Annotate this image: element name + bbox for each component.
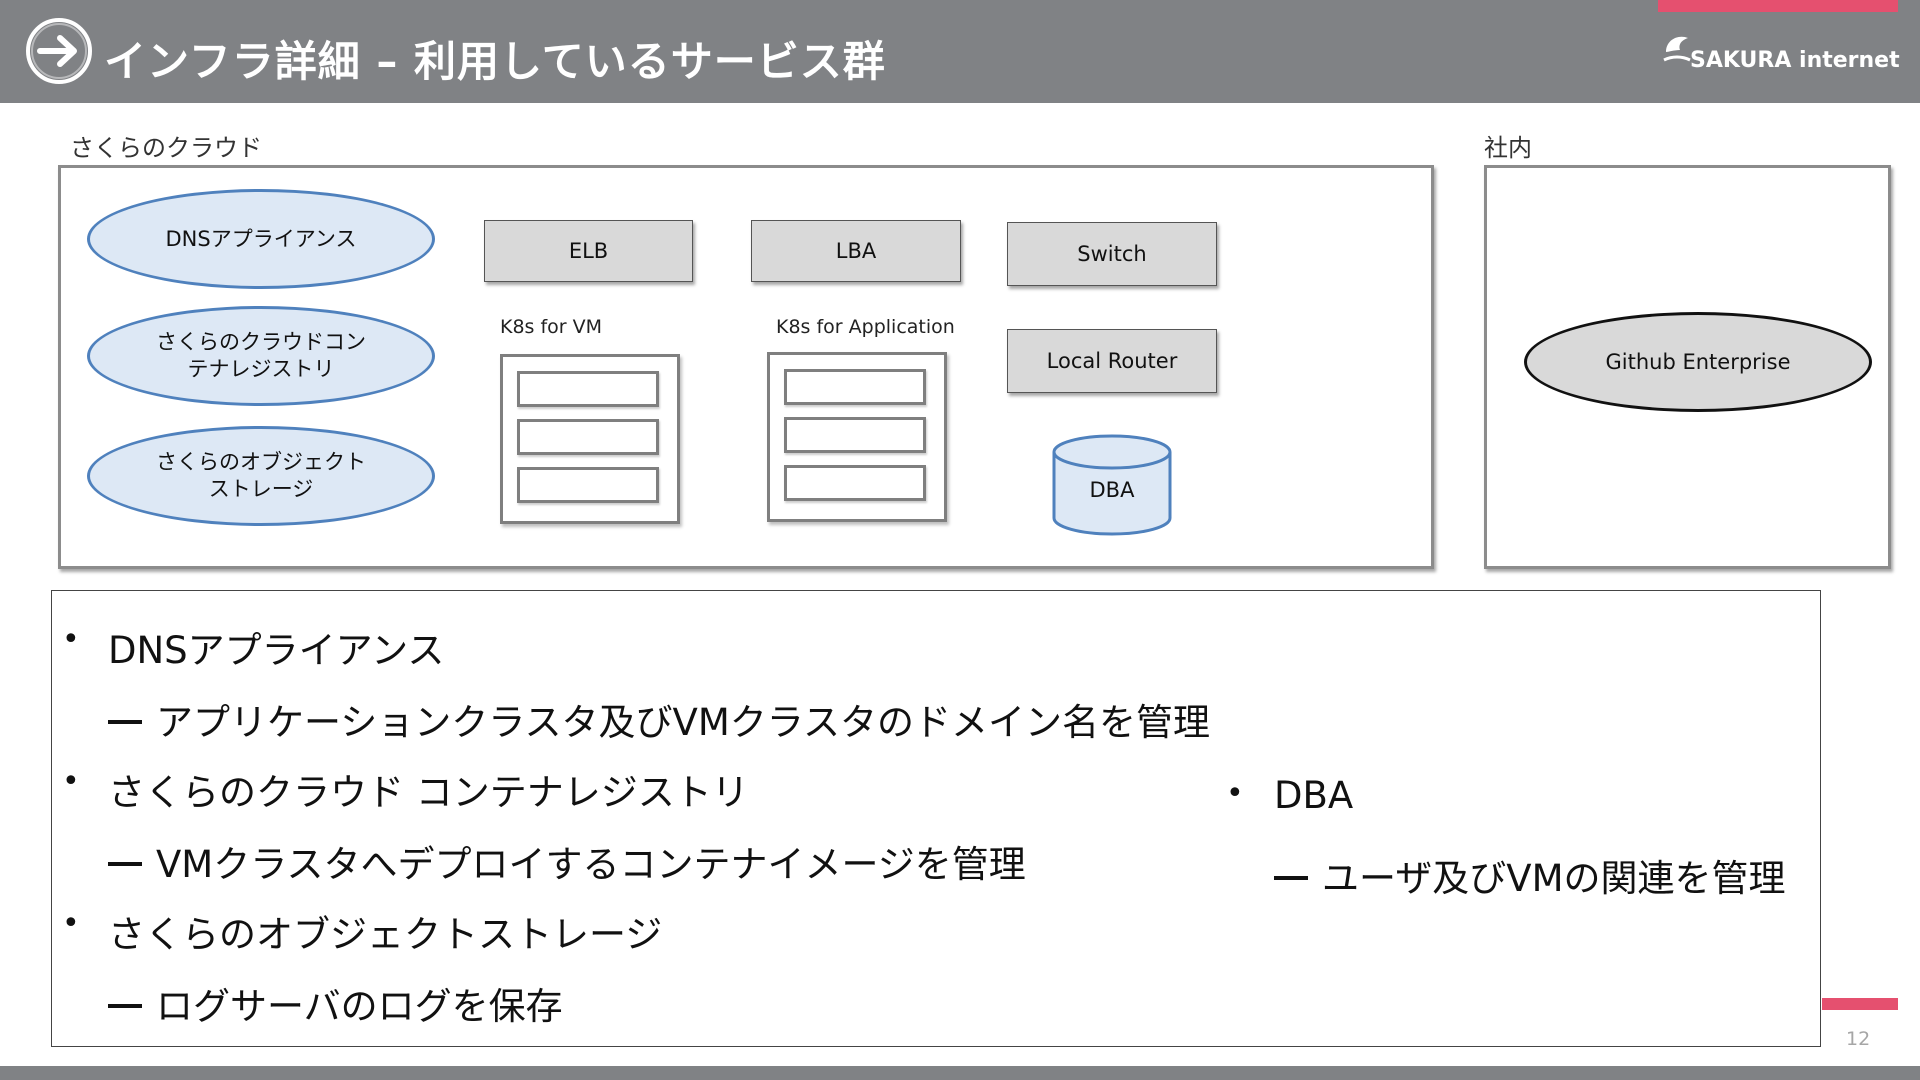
- database-cylinder-icon: [1052, 434, 1172, 536]
- k8s-app-cluster: [767, 352, 947, 522]
- node-slot: [517, 467, 659, 503]
- notes-box: [51, 590, 1821, 1047]
- note-detail: アプリケーションクラスタ及びVMクラスタのドメイン名を管理: [108, 692, 1210, 746]
- header-accent-bar: [1658, 0, 1898, 12]
- k8s-vm-cluster: [500, 354, 680, 524]
- cloud-caption: さくらのクラウド: [70, 134, 262, 162]
- note-title: DBA: [1274, 774, 1354, 817]
- internal-caption: 社内: [1484, 134, 1532, 162]
- dash-marker: [108, 719, 142, 724]
- dash-marker: [1274, 875, 1308, 880]
- sakura-logo-icon: [1663, 36, 1691, 62]
- service-label: Github Enterprise: [1605, 349, 1791, 374]
- dash-marker: [108, 861, 142, 866]
- header-bar: [0, 0, 1920, 103]
- footer-bar: [0, 1066, 1920, 1080]
- note-detail-text: ユーザ及びVMの関連を管理: [1322, 857, 1786, 900]
- note-detail: ユーザ及びVMの関連を管理: [1274, 848, 1786, 902]
- object-storage-ellipse: さくらのオブジェクト ストレージ: [87, 426, 435, 526]
- elb-box: ELB: [484, 220, 693, 282]
- k8s-vm-label: K8s for VM: [500, 316, 603, 338]
- note-title: さくらのオブジェクトストレージ: [108, 913, 663, 956]
- bullet-dot: •: [62, 906, 80, 941]
- service-label-line1: さくらのオブジェクト: [156, 450, 366, 474]
- lba-box: LBA: [751, 220, 961, 282]
- note-detail: ログサーバのログを保存: [108, 976, 563, 1030]
- k8s-app-label: K8s for Application: [776, 316, 955, 338]
- arrow-right-icon: [26, 18, 92, 84]
- bullet-dot: •: [1226, 776, 1244, 811]
- node-slot: [784, 369, 926, 405]
- bullet-dot: •: [62, 764, 80, 799]
- github-enterprise-ellipse: Github Enterprise: [1524, 312, 1872, 412]
- service-label-line2: ストレージ: [208, 477, 314, 501]
- node-slot: [517, 419, 659, 455]
- note-detail-text: アプリケーションクラスタ及びVMクラスタのドメイン名を管理: [156, 701, 1211, 744]
- dba-label: DBA: [1089, 478, 1135, 502]
- sakura-logo: SAKURA internet: [1660, 30, 1900, 80]
- service-label: DNSアプライアンス: [165, 226, 357, 251]
- switch-box: Switch: [1007, 222, 1217, 286]
- note-detail-text: ログサーバのログを保存: [156, 985, 563, 1028]
- footer-accent-bar: [1822, 998, 1898, 1010]
- container-registry-ellipse: さくらのクラウドコン テナレジストリ: [87, 306, 435, 406]
- dash-marker: [108, 1003, 142, 1008]
- note-detail: VMクラスタへデプロイするコンテナイメージを管理: [108, 834, 1026, 888]
- node-slot: [784, 465, 926, 501]
- note-title: さくらのクラウド コンテナレジストリ: [108, 771, 749, 814]
- logo-text: SAKURA internet: [1690, 48, 1900, 73]
- service-label-line1: さくらのクラウドコン: [156, 330, 366, 354]
- note-title: DNSアプライアンス: [108, 629, 445, 672]
- dns-appliance-ellipse: DNSアプライアンス: [87, 189, 435, 289]
- service-label-line2: テナレジストリ: [187, 357, 335, 381]
- note-detail-text: VMクラスタへデプロイするコンテナイメージを管理: [156, 843, 1026, 886]
- page-title: インフラ詳細 – 利用しているサービス群: [104, 37, 886, 86]
- node-slot: [517, 371, 659, 407]
- local-router-box: Local Router: [1007, 329, 1217, 393]
- node-slot: [784, 417, 926, 453]
- page-number: 12: [1846, 1028, 1871, 1050]
- bullet-dot: •: [62, 622, 80, 657]
